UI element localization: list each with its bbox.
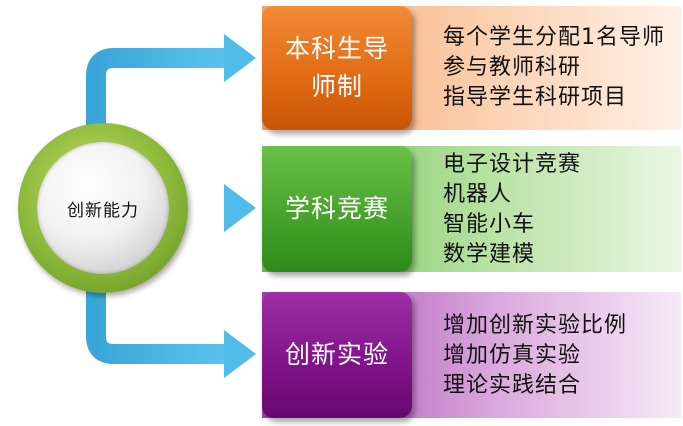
hub-label: 创新能力: [67, 200, 139, 221]
hub-inner: 创新能力: [37, 142, 169, 274]
branch-2-title: 学科竞赛: [284, 194, 389, 223]
arrow-head-middle: [224, 184, 256, 232]
list-item: 每个学生分配1名导师: [443, 25, 665, 50]
list-item: 智能小车: [443, 212, 536, 237]
branch-2-box: 学科竞赛: [262, 146, 412, 272]
branch-1-box: 本科生导 师制: [262, 6, 412, 130]
list-item: 增加创新实验比例: [443, 313, 628, 338]
list-item: 理论实践结合: [443, 373, 582, 398]
connector-top-branch: [86, 48, 226, 148]
arrow-head-top: [224, 34, 256, 82]
branch-3-box: 创新实验: [262, 292, 412, 418]
branch-3-list: 增加创新实验比例 增加仿真实验 理论实践结合: [443, 311, 627, 401]
list-item: 电子设计竞赛: [443, 152, 582, 177]
list-item: 指导学生科研项目: [443, 85, 628, 110]
hub-circle: 创新能力: [18, 123, 188, 293]
list-item: 参与教师科研: [443, 55, 582, 80]
arrow-head-bottom: [224, 330, 256, 378]
branch-2-list: 电子设计竞赛 机器人 智能小车 数学建模: [443, 150, 581, 270]
list-item: 机器人: [443, 182, 513, 207]
list-item: 增加仿真实验: [443, 343, 582, 368]
branch-1-title: 本科生导 师制: [284, 34, 389, 101]
connector-bottom-branch: [86, 268, 226, 364]
branch-3-title: 创新实验: [284, 340, 389, 369]
list-item: 数学建模: [443, 242, 536, 267]
branch-1-list: 每个学生分配1名导师 参与教师科研 指导学生科研项目: [443, 23, 665, 113]
